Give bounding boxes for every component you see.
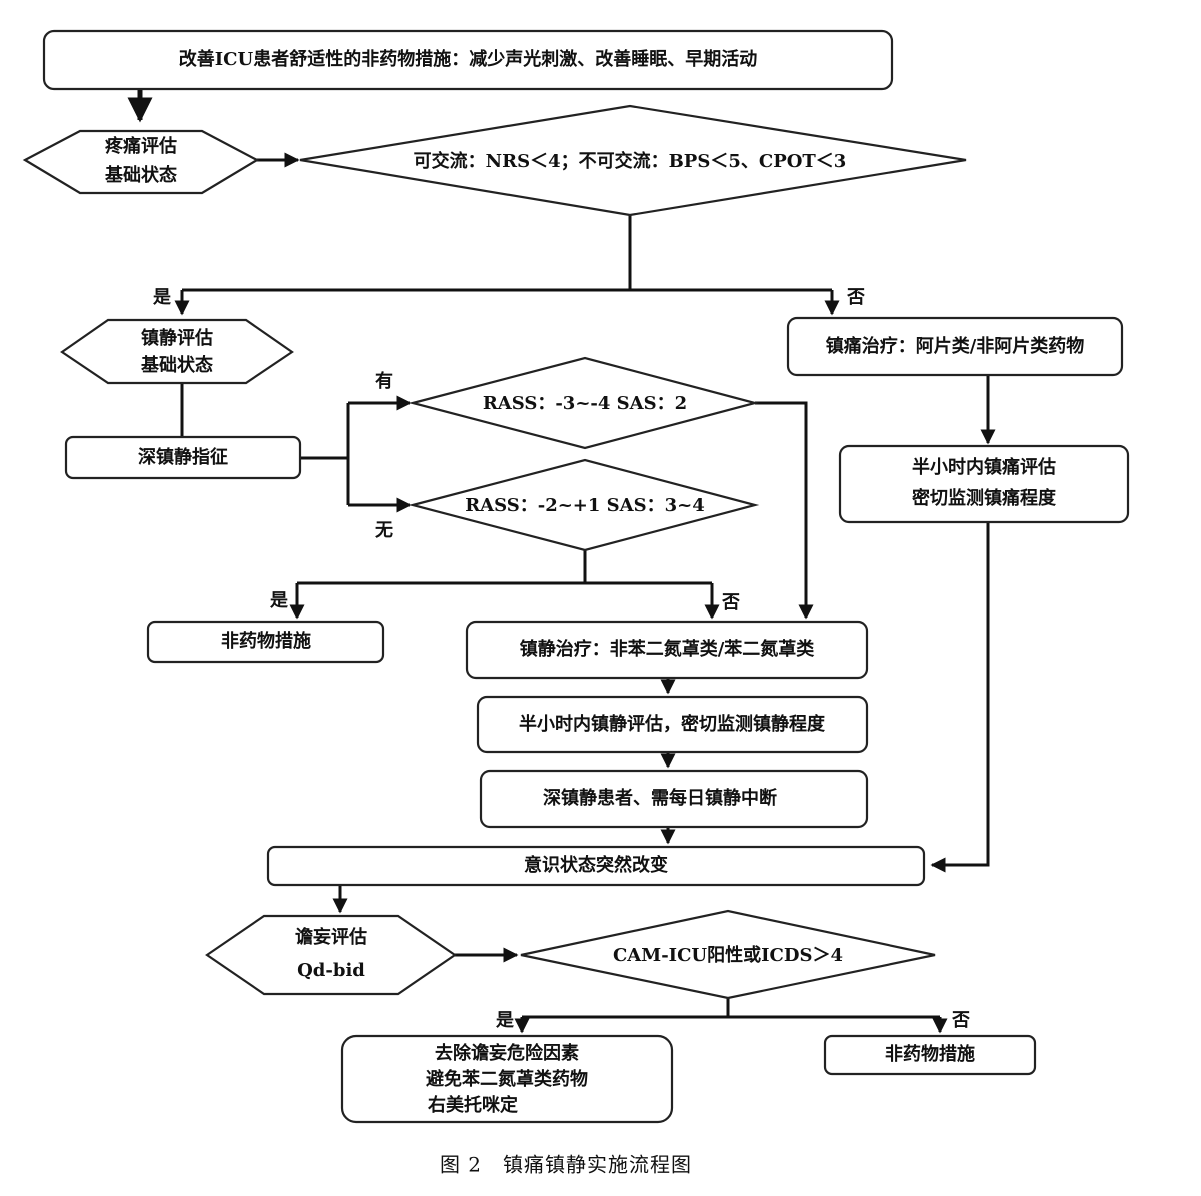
node-daily-interrupt: 深镇静患者、需每日镇静中断 xyxy=(479,769,869,829)
node-consciousness-change: 意识状态突然改变 xyxy=(266,845,926,887)
remove-risk-line1: 去除谵妄危险因素 xyxy=(435,1042,579,1064)
node-pain-decision: 可交流：NRS＜4；不可交流：BPS＜5、CPOT＜3 xyxy=(299,104,967,217)
label-yes-pain: 是 xyxy=(152,287,171,308)
non-drug-1-text: 非药物措施 xyxy=(221,630,311,652)
sedation-treatment-text: 镇静治疗：非苯二氮䓬类/苯二氮䓬类 xyxy=(520,638,816,660)
node-non-drug-1: 非药物措施 xyxy=(146,620,385,664)
remove-risk-line3: 右美托咪定 xyxy=(428,1094,518,1116)
rass-light-text: RASS：-2~+1 SAS：3~4 xyxy=(465,495,705,516)
pain-assess-line2: 基础状态 xyxy=(104,164,177,186)
node-sedation-treatment: 镇静治疗：非苯二氮䓬类/苯二氮䓬类 xyxy=(465,620,869,680)
delirium-assess-line1: 谵妄评估 xyxy=(295,926,367,948)
analgesia-eval-line1: 半小时内镇痛评估 xyxy=(912,456,1056,478)
label-yes-rass: 是 xyxy=(269,590,288,611)
node-pain-assess: 疼痛评估 基础状态 xyxy=(22,129,260,195)
node-non-drug-2: 非药物措施 xyxy=(823,1034,1037,1076)
node-rass-deep: RASS：-3~-4 SAS：2 xyxy=(408,356,760,450)
cam-decision-text: CAM-ICU阳性或ICDS＞4 xyxy=(613,944,843,966)
node-cam-decision: CAM-ICU阳性或ICDS＞4 xyxy=(520,909,936,1000)
label-have: 有 xyxy=(375,370,393,392)
node-top-nondrug: 改善ICU患者舒适性的非药物措施：减少声光刺激、改善睡眠、早期活动 xyxy=(42,29,894,91)
daily-interrupt-text: 深镇静患者、需每日镇静中断 xyxy=(543,787,777,809)
consciousness-change-text: 意识状态突然改变 xyxy=(524,854,668,876)
node-sedation-eval: 半小时内镇静评估，密切监测镇静程度 xyxy=(476,695,869,754)
arrow-eval-to-consciousness xyxy=(930,522,990,873)
non-drug-2-text: 非药物措施 xyxy=(885,1043,975,1065)
node-analgesia-treatment: 镇痛治疗：阿片类/非阿片类药物 xyxy=(786,316,1124,377)
delirium-assess-line2: Qd-bid xyxy=(297,960,365,981)
sedation-assess-line1: 镇静评估 xyxy=(141,327,213,349)
analgesia-eval-line2: 密切监测镇痛程度 xyxy=(912,487,1057,509)
deep-sedation-sign-text: 深镇静指征 xyxy=(138,446,228,468)
node-analgesia-eval: 半小时内镇痛评估 密切监测镇痛程度 xyxy=(838,444,1130,524)
pain-decision-text: 可交流：NRS＜4；不可交流：BPS＜5、CPOT＜3 xyxy=(414,150,847,172)
sedation-assess-line2: 基础状态 xyxy=(140,354,213,376)
arrow-rass-deep-to-sedation-tx xyxy=(755,401,814,620)
connectors xyxy=(127,90,996,1034)
analgesia-treatment-text: 镇痛治疗：阿片类/非阿片类药物 xyxy=(826,335,1085,357)
node-delirium-assess: 谵妄评估 Qd-bid xyxy=(205,914,457,996)
node-remove-risk: 去除谵妄危险因素 避免苯二氮䓬类药物 右美托咪定 xyxy=(340,1034,674,1124)
node-sedation-assess: 镇静评估 基础状态 xyxy=(60,318,294,385)
remove-risk-line2: 避免苯二氮䓬类药物 xyxy=(426,1068,588,1090)
label-no-cam: 否 xyxy=(951,1010,970,1031)
node-rass-light: RASS：-2~+1 SAS：3~4 xyxy=(408,458,760,552)
node-deep-sedation-sign: 深镇静指征 xyxy=(64,435,302,480)
label-yes-cam: 是 xyxy=(495,1010,514,1031)
figure-caption: 图 2 镇痛镇静实施流程图 xyxy=(440,1153,692,1177)
pain-assess-line1: 疼痛评估 xyxy=(105,135,177,157)
sedation-eval-text: 半小时内镇静评估，密切监测镇静程度 xyxy=(519,713,826,735)
node-top-text: 改善ICU患者舒适性的非药物措施：减少声光刺激、改善睡眠、早期活动 xyxy=(179,48,757,70)
label-none: 无 xyxy=(375,520,393,541)
rass-deep-text: RASS：-3~-4 SAS：2 xyxy=(483,393,687,414)
label-no-rass: 否 xyxy=(721,592,740,613)
label-no-pain: 否 xyxy=(846,287,865,308)
